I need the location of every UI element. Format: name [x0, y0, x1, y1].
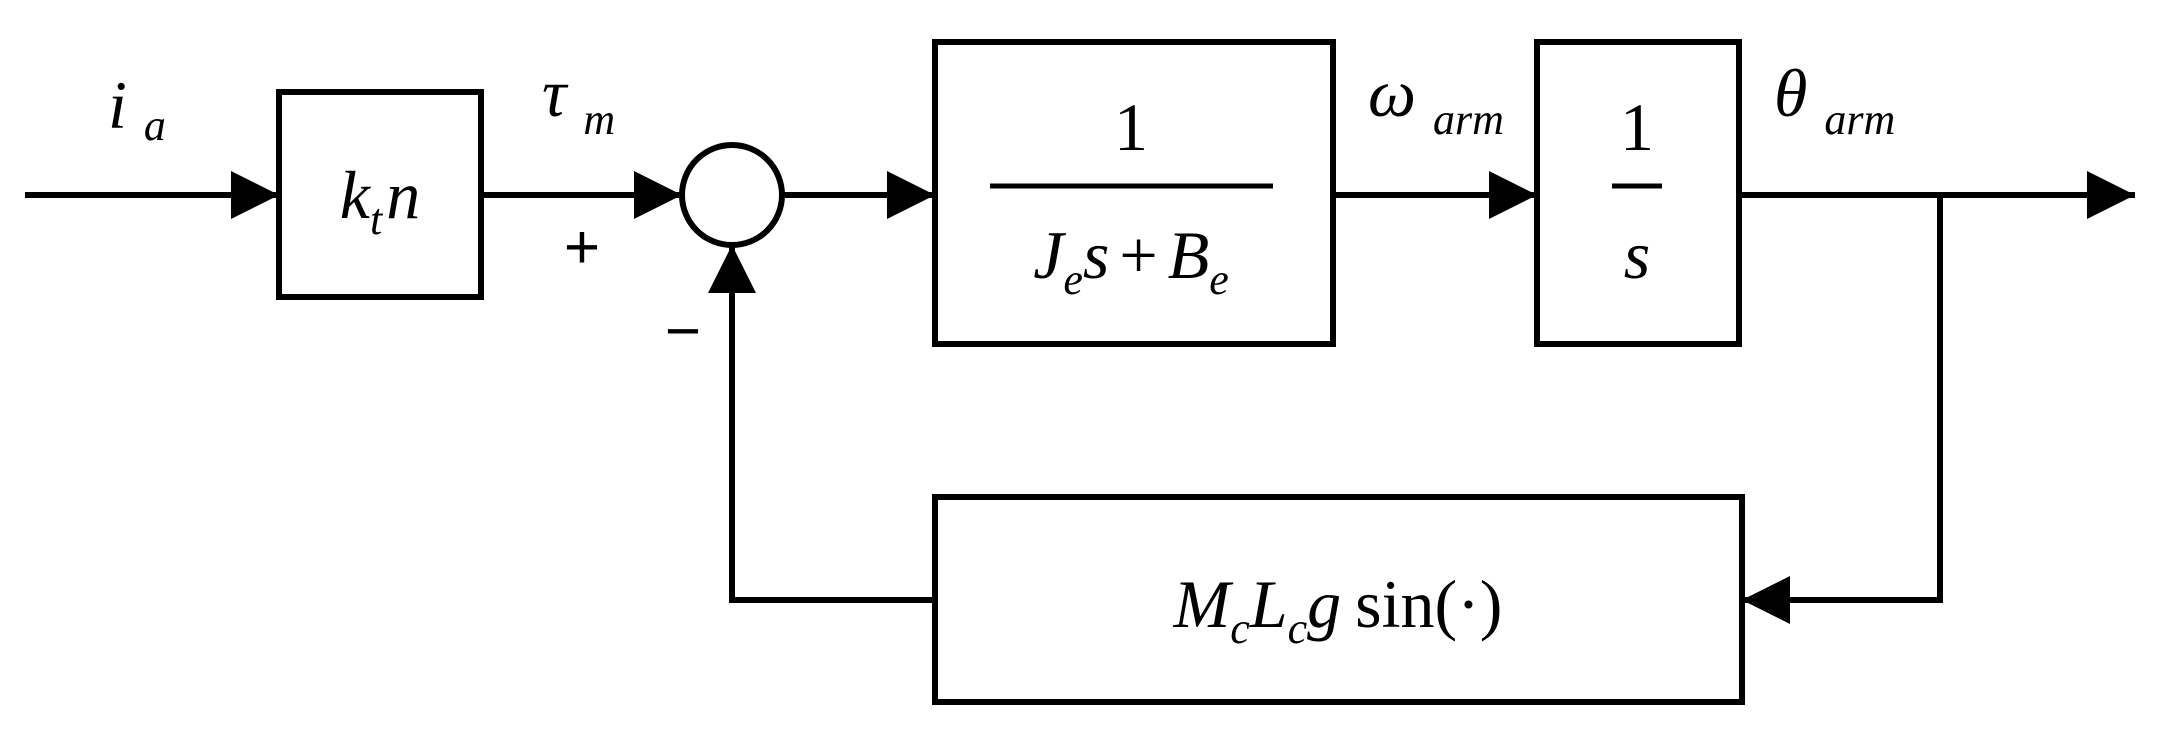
torque-arrowhead: [634, 171, 682, 219]
feedback-arrowhead: [1742, 576, 1790, 624]
integrator-denominator: s: [1624, 217, 1650, 293]
integrator-block: [1534, 39, 1742, 347]
input-signal-label: i a: [108, 67, 166, 150]
feedback-return-line: [729, 245, 935, 603]
plant-B: B: [1168, 217, 1210, 293]
plant-denominator: Jes+Be: [1033, 217, 1229, 304]
feedback-M-sub: c: [1230, 604, 1250, 653]
torque-signal-label: τ m: [542, 55, 615, 144]
velocity-signal-label: ω arm: [1368, 55, 1504, 144]
feedback-M: M: [1173, 566, 1234, 642]
feedback-L-sub: c: [1288, 604, 1308, 653]
output-arrowhead: [2087, 171, 2135, 219]
plus-sign: +: [564, 213, 600, 282]
angle-signal-sub: arm: [1824, 95, 1895, 144]
plant-plus: +: [1119, 217, 1157, 293]
input-arrowhead: [231, 171, 279, 219]
angle-signal-label: θ arm: [1774, 55, 1895, 144]
minus-sign: −: [665, 297, 701, 366]
plant-numerator: 1: [1114, 89, 1148, 165]
junction-output-arrowhead: [887, 171, 935, 219]
input-signal-sub: a: [144, 101, 166, 150]
plant-block: [932, 39, 1336, 347]
summing-junction: [679, 142, 785, 248]
plant-s: s: [1083, 217, 1109, 293]
plant-J-sub: e: [1063, 255, 1083, 304]
torque-signal-sub: m: [583, 95, 615, 144]
feedback-return-arrowhead: [708, 245, 756, 293]
plant-J: J: [1033, 217, 1066, 293]
gain-block-label: ktn: [340, 157, 420, 244]
plant-B-sub: e: [1209, 255, 1229, 304]
gain-k: k: [340, 157, 372, 233]
feedback-L: L: [1249, 566, 1288, 642]
velocity-arrowhead: [1489, 171, 1537, 219]
feedback-g: g: [1307, 566, 1341, 642]
angle-signal-base: θ: [1774, 55, 1807, 131]
gain-n: n: [386, 157, 420, 233]
feedback-takeoff-line: [1742, 195, 1943, 603]
torque-signal-base: τ: [542, 55, 569, 131]
velocity-signal-base: ω: [1368, 55, 1416, 131]
input-signal-base: i: [108, 67, 127, 143]
feedback-func: sin(·): [1355, 566, 1502, 642]
velocity-signal-sub: arm: [1433, 95, 1504, 144]
integrator-numerator: 1: [1620, 89, 1654, 165]
gain-t-sub: t: [370, 195, 384, 244]
